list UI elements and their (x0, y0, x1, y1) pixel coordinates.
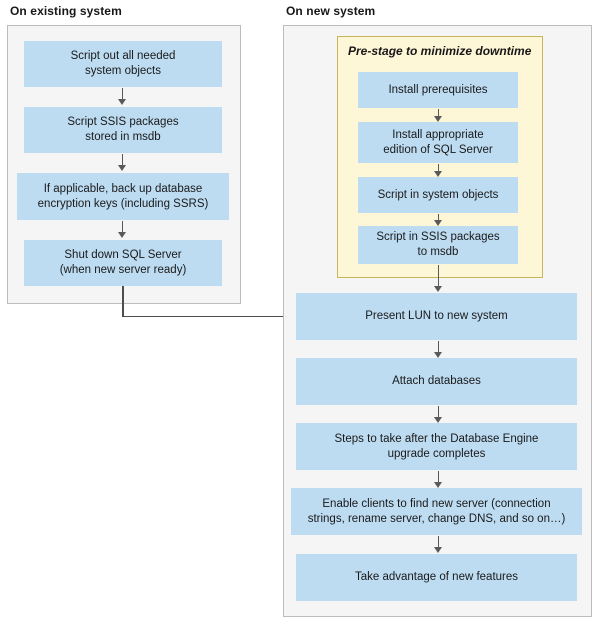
arrow-down-icon (434, 471, 443, 489)
node-enable-clients-find-new-server[interactable]: Enable clients to find new server (conne… (291, 488, 582, 535)
node-line-1: Present LUN to new system (365, 310, 508, 322)
node-line-1: Install appropriate (392, 128, 484, 141)
node-line-2: edition of SQL Server (383, 143, 493, 156)
node-line-2: stored in msdb (85, 131, 161, 143)
node-line-1: Shut down SQL Server (64, 249, 182, 261)
node-line-2: (when new server ready) (59, 264, 187, 276)
node-attach-databases[interactable]: Attach databases (296, 358, 577, 405)
column-title-existing-system: On existing system (10, 4, 122, 18)
prestage-group-label: Pre-stage to minimize downtime (348, 44, 532, 58)
node-script-out-system-objects[interactable]: Script out all needed system objects (24, 41, 222, 87)
node-install-sql-server-edition[interactable]: Install appropriate edition of SQL Serve… (358, 122, 518, 163)
node-line-1: Script in system objects (377, 188, 499, 201)
node-install-prerequisites[interactable]: Install prerequisites (358, 72, 518, 108)
arrow-down-icon (434, 341, 443, 359)
node-line-2: upgrade completes (387, 447, 486, 460)
column-title-new-system: On new system (286, 4, 376, 18)
node-post-upgrade-steps[interactable]: Steps to take after the Database Engine … (296, 423, 577, 470)
node-script-ssis-packages-msdb[interactable]: Script SSIS packages stored in msdb (24, 107, 222, 153)
node-script-in-ssis-packages-msdb[interactable]: Script in SSIS packages to msdb (358, 226, 518, 264)
arrow-down-icon (434, 109, 443, 123)
node-line-1: Steps to take after the Database Engine (334, 432, 539, 445)
arrow-down-icon (434, 164, 443, 178)
node-line-1: Attach databases (392, 375, 481, 387)
arrow-down-icon (434, 214, 443, 227)
node-line-2: to msdb (417, 246, 459, 258)
node-line-1: Script SSIS packages (67, 116, 179, 128)
node-present-lun-to-new-system[interactable]: Present LUN to new system (296, 293, 577, 340)
node-line-1: Take advantage of new features (354, 571, 519, 583)
node-line-2: system objects (84, 65, 162, 77)
arrow-down-icon (118, 88, 127, 106)
node-line-2: strings, rename server, change DNS, and … (307, 512, 566, 525)
node-line-1: Enable clients to find new server (conne… (322, 497, 551, 510)
node-line-1: Script out all needed (70, 50, 176, 62)
node-line-2: encryption keys (including SSRS) (37, 197, 209, 210)
node-line-1: If applicable, back up database (43, 182, 203, 195)
arrow-down-icon (434, 536, 443, 554)
arrow-down-icon (434, 406, 443, 424)
arrow-down-icon (118, 221, 127, 239)
node-line-1: Install prerequisites (388, 83, 488, 96)
node-shut-down-sql-server[interactable]: Shut down SQL Server (when new server re… (24, 240, 222, 286)
arrow-down-icon (434, 265, 443, 293)
node-script-in-system-objects[interactable]: Script in system objects (358, 177, 518, 213)
node-back-up-encryption-keys[interactable]: If applicable, back up database encrypti… (17, 173, 229, 220)
node-line-1: Script in SSIS packages (376, 231, 500, 243)
arrow-down-icon (118, 154, 127, 172)
node-take-advantage-new-features[interactable]: Take advantage of new features (296, 554, 577, 601)
